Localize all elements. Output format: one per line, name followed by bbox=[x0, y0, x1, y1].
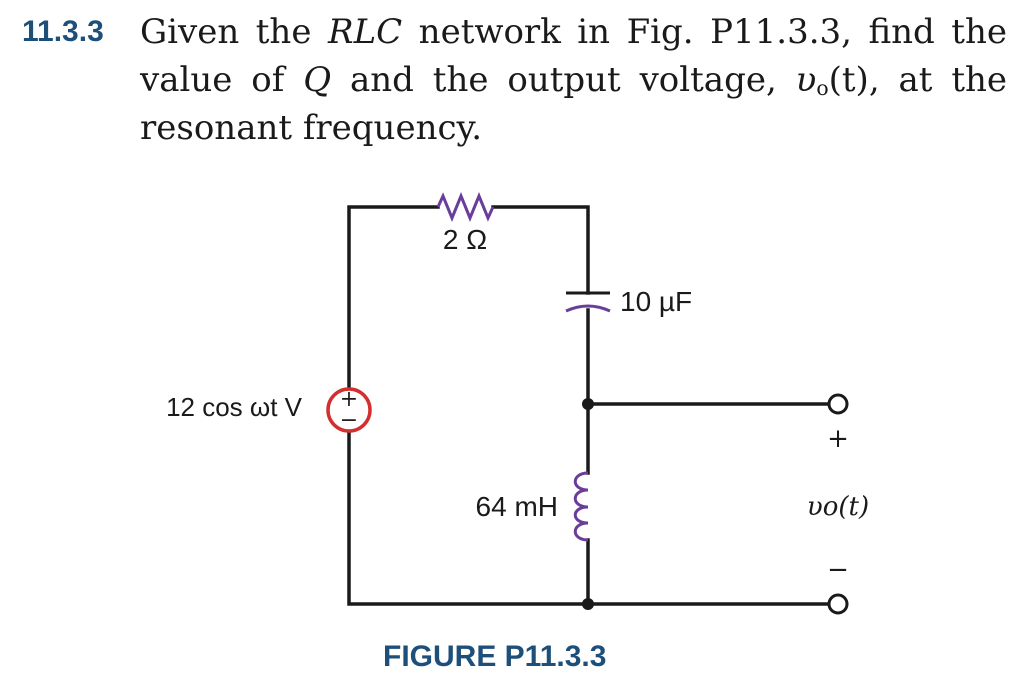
resistor-symbol bbox=[436, 192, 495, 222]
rlc-term: RLC bbox=[327, 12, 403, 52]
wires bbox=[347, 205, 831, 606]
inductor-label: 64 mH bbox=[476, 491, 558, 522]
output-terminal-bottom bbox=[827, 593, 849, 615]
capacitor-label: 10 µF bbox=[620, 286, 692, 317]
wire-top-right bbox=[491, 205, 590, 295]
figure-caption: FIGURE P11.3.3 bbox=[383, 640, 607, 673]
source-minus-sign: − bbox=[340, 408, 358, 433]
text-part-3: and the output voltage, bbox=[331, 60, 796, 100]
q-symbol: Q bbox=[303, 60, 332, 100]
wire-bottom bbox=[347, 429, 831, 606]
inductor-symbol bbox=[573, 471, 589, 542]
node-top bbox=[582, 398, 594, 410]
output-minus-sign: − bbox=[827, 555, 849, 585]
problem-statement: 11.3.3 Given the RLC network in Fig. P11… bbox=[22, 8, 1007, 152]
output-terminal-top bbox=[827, 393, 849, 415]
text-part-2: network in Fig. P11.3.3, find the value … bbox=[140, 12, 1007, 100]
output-voltage-label: υo(t) bbox=[807, 492, 869, 522]
wire-top-left bbox=[347, 205, 440, 391]
vo-symbol: υ bbox=[795, 60, 817, 100]
capacitor-plate-bottom bbox=[565, 304, 611, 313]
problem-number: 11.3.3 bbox=[22, 15, 104, 48]
problem-text: Given the RLC network in Fig. P11.3.3, f… bbox=[140, 8, 1007, 152]
source-label: 12 cos ωt V bbox=[166, 392, 303, 422]
resistor-label: 2 Ω bbox=[443, 224, 487, 255]
text-part-1: Given the bbox=[140, 12, 328, 52]
vo-argument: (t) bbox=[828, 60, 869, 100]
node-bottom bbox=[582, 598, 594, 610]
vo-subscript: o bbox=[816, 76, 829, 101]
voltage-source bbox=[326, 387, 372, 433]
source-plus-sign: + bbox=[340, 387, 358, 412]
text-part-4: , at the resonant frequency. bbox=[140, 60, 1008, 148]
output-plus-sign: + bbox=[827, 424, 849, 454]
